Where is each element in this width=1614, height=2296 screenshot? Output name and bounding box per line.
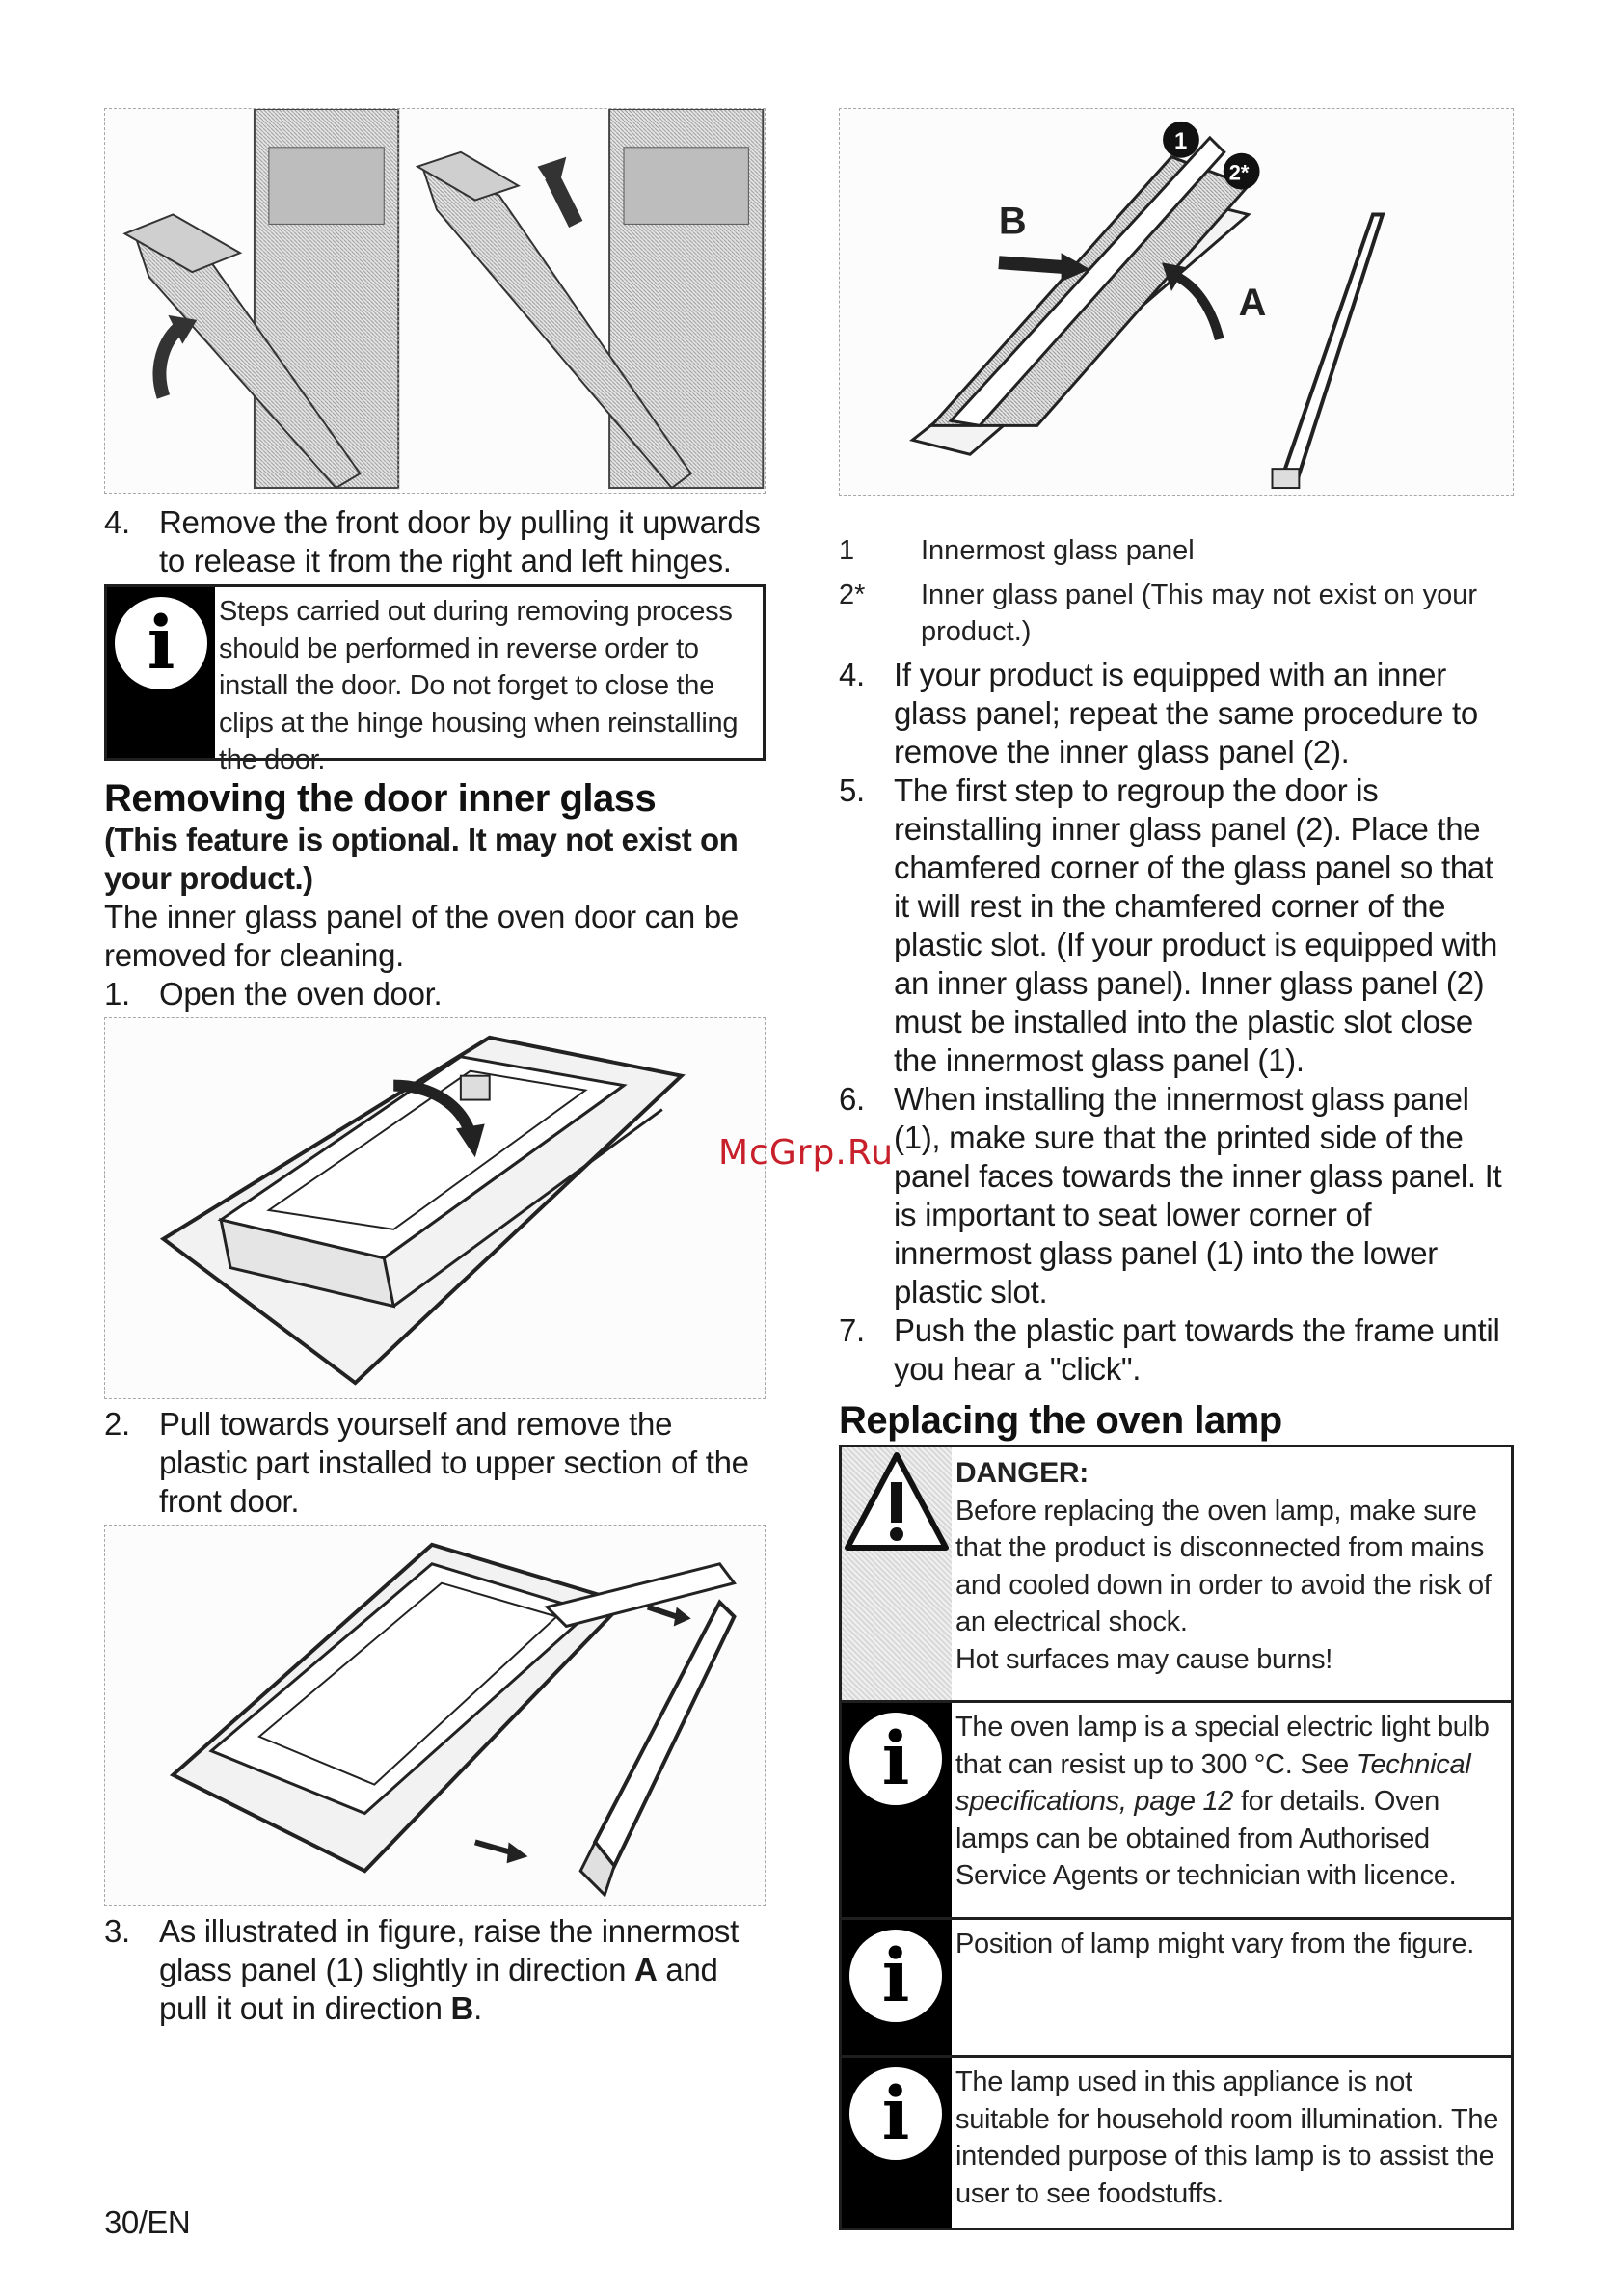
warning-triangle-icon (842, 1447, 952, 1700)
step-6-install-innermost: 6. When installing the innermost glass p… (839, 1081, 1502, 1310)
info-icon: i (107, 587, 215, 758)
figure-open-door (104, 1017, 766, 1399)
step-4-remove-door: 4. Remove the front door by pulling it u… (104, 504, 761, 579)
figure-remove-door (104, 108, 766, 494)
figure-callout-2: 2* (1229, 161, 1250, 185)
figure-label-a: A (1239, 282, 1267, 324)
danger-note: DANGER: Before replacing the oven lamp, … (842, 1447, 1511, 1703)
open-door-illustration (159, 1035, 686, 1386)
info-note-lamp-position: i Position of lamp might vary from the f… (842, 1920, 1511, 2058)
info-note-lamp-spec: i The oven lamp is a special electric li… (842, 1703, 1511, 1920)
danger-title: DANGER: (955, 1457, 1089, 1489)
figure-glass-panels: B A 1 2* (839, 108, 1514, 496)
lamp-notes-box: DANGER: Before replacing the oven lamp, … (839, 1445, 1514, 2230)
info-icon: i (842, 1703, 952, 1917)
figure-label-b: B (999, 200, 1027, 242)
section-title-oven-lamp: Replacing the oven lamp (839, 1399, 1282, 1442)
watermark: McGrp.Ru (718, 1133, 895, 1173)
right-column: B A 1 2* 1 Innermost glass panel 2* Inne… (839, 108, 1514, 2230)
legend-item: 1 Innermost glass panel (839, 535, 1195, 566)
info-note-lamp-purpose: i The lamp used in this appliance is not… (842, 2058, 1511, 2228)
step-3-raise-glass: 3. As illustrated in figure, raise the i… (104, 1913, 739, 2026)
figure-callout-1: 1 (1174, 128, 1187, 154)
page-number: 30/EN (104, 2204, 191, 2240)
glass-panel-illustration: B A 1 2* (909, 121, 1385, 490)
section-intro: The inner glass panel of the oven door c… (104, 899, 739, 973)
figure-legend: 1 Innermost glass panel 2* Inner glass p… (839, 532, 1514, 650)
step-5-regroup: 5. The first step to regroup the door is… (839, 772, 1498, 1078)
door-removal-illustration (122, 109, 765, 493)
legend-item: 2* Inner glass panel (This may not exist… (839, 580, 1478, 647)
section-title-inner-glass: Removing the door inner glass (104, 777, 657, 820)
section-subtitle-optional: (This feature is optional. It may not ex… (104, 822, 739, 896)
step-1-open-door: 1. Open the oven door. (104, 976, 443, 1012)
danger-text-burns: Hot surfaces may cause burns! (955, 1643, 1333, 1675)
left-column: 4. Remove the front door by pulling it u… (104, 108, 766, 2028)
step-7-push-plastic: 7. Push the plastic part towards the fra… (839, 1312, 1500, 1387)
figure-remove-plastic (104, 1525, 766, 1906)
info-note-reinstall: i Steps carried out during removing proc… (104, 584, 766, 775)
step-2-remove-plastic: 2. Pull towards yourself and remove the … (104, 1406, 749, 1519)
spec-reference: Technical specifications, page 12 (955, 1748, 1471, 1818)
reinstall-steps: 4. If your product is equipped with an i… (839, 656, 1514, 1389)
danger-text: Before replacing the oven lamp, make sur… (955, 1495, 1492, 1638)
step-4-inner-glass: 4. If your product is equipped with an i… (839, 657, 1478, 770)
remove-plastic-illustration (169, 1542, 737, 1898)
info-icon: i (842, 1920, 952, 2055)
info-icon: i (842, 2058, 952, 2228)
